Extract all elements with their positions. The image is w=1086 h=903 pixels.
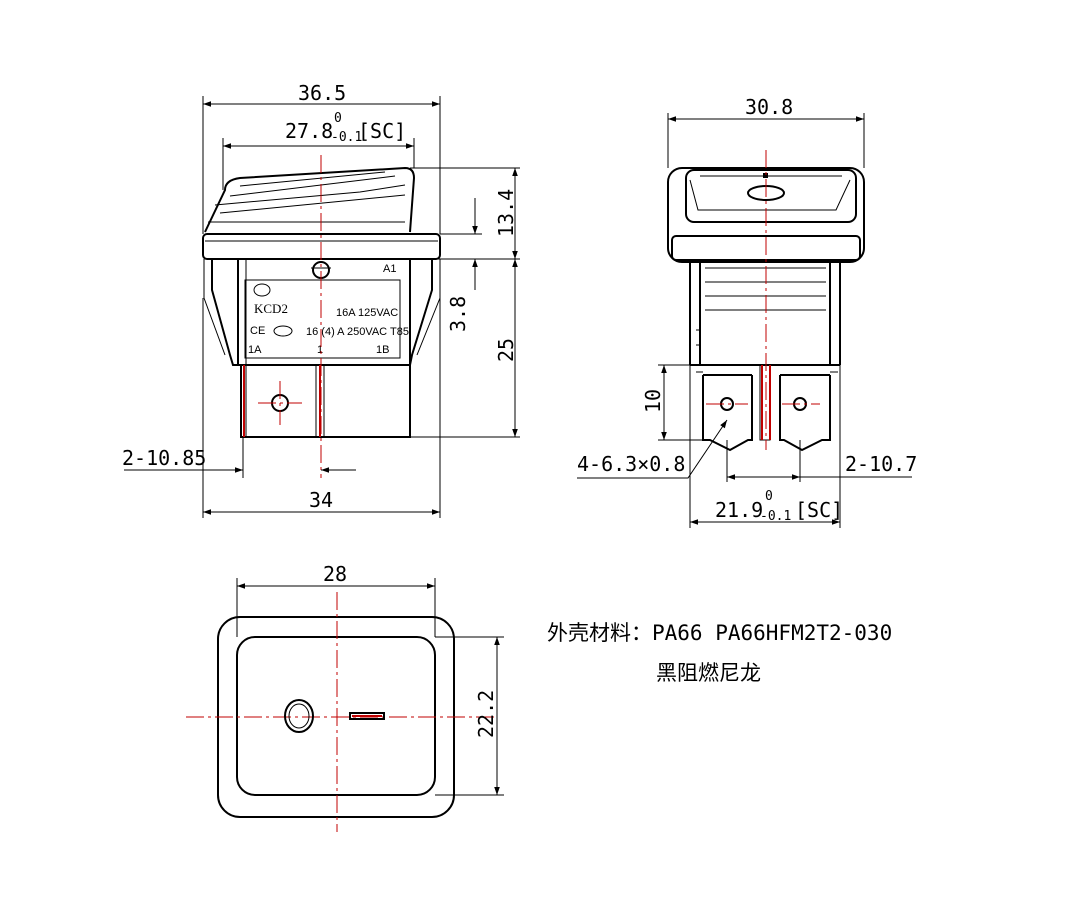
svg-text:-0.1: -0.1 bbox=[331, 130, 362, 145]
svg-text:21.9: 21.9 bbox=[715, 498, 763, 522]
svg-text:22.2: 22.2 bbox=[474, 690, 498, 738]
svg-text:10: 10 bbox=[641, 389, 665, 413]
dim-front-pitch: 2-10.85 bbox=[122, 437, 356, 478]
material-note: 外壳材料：PA66 PA66HFM2T2-030 黑阻燃尼龙 bbox=[547, 621, 892, 685]
dim-flange-gap: 3.8 bbox=[446, 296, 470, 332]
dim-width-bottom: 34 bbox=[202, 298, 441, 518]
top-bar-icon bbox=[349, 712, 385, 720]
dim-rocker-width: 27.8 0 -0.1 [SC] bbox=[222, 111, 415, 190]
svg-text:[SC]: [SC] bbox=[358, 119, 406, 143]
label-terminal-a1: A1 bbox=[383, 263, 396, 275]
rocker-dot-icon bbox=[763, 173, 768, 178]
cert-mark-icon bbox=[273, 325, 293, 337]
dim-terminal-size: 4-6.3×0.8 bbox=[577, 419, 728, 479]
svg-text:4-6.3×0.8: 4-6.3×0.8 bbox=[577, 452, 685, 476]
label-cert: CE bbox=[250, 325, 265, 337]
label-plate: KCD2 16A 125VAC CE 16 (4) A 250VAC T85 1… bbox=[244, 263, 409, 359]
side-housing bbox=[689, 261, 841, 366]
side-view: 30.8 10 4-6.3×0.8 2-10.7 21.9 0 bbox=[577, 95, 917, 528]
svg-text:2-10.7: 2-10.7 bbox=[845, 452, 917, 476]
label-model: KCD2 bbox=[254, 301, 288, 316]
label-terminal-1b: 1B bbox=[376, 344, 389, 356]
svg-text:30.8: 30.8 bbox=[745, 95, 793, 119]
svg-text:34: 34 bbox=[309, 488, 333, 512]
svg-text:27.8: 27.8 bbox=[285, 119, 333, 143]
side-terminals bbox=[696, 364, 838, 452]
svg-text:0: 0 bbox=[334, 111, 342, 126]
label-terminal-1: 1 bbox=[317, 344, 323, 356]
material-note-line-2: 黑阻燃尼龙 bbox=[656, 661, 761, 685]
dim-total-height: 25 bbox=[494, 168, 518, 437]
material-note-line-1: 外壳材料：PA66 PA66HFM2T2-030 bbox=[547, 621, 892, 645]
dim-side-width: 30.8 bbox=[667, 95, 865, 168]
label-terminal-1a: 1A bbox=[248, 344, 262, 356]
dim-terminal-height: 10 bbox=[641, 364, 703, 441]
svg-text:[SC]: [SC] bbox=[795, 498, 843, 522]
svg-text:3.8: 3.8 bbox=[446, 296, 470, 332]
top-view: 28 22.2 bbox=[186, 562, 504, 832]
top-circle-icon bbox=[284, 699, 314, 733]
label-rating-1: 16A 125VAC bbox=[336, 307, 398, 319]
dim-base-width: 21.9 0 -0.1 [SC] bbox=[689, 365, 843, 528]
dim-side-pitch: 2-10.7 bbox=[726, 440, 917, 482]
svg-text:25: 25 bbox=[494, 338, 518, 362]
dim-top-width: 28 bbox=[236, 562, 436, 637]
svg-text:-0.1: -0.1 bbox=[760, 509, 791, 524]
brand-logo-icon bbox=[253, 283, 271, 297]
label-rating-2: 16 (4) A 250VAC T85 bbox=[306, 326, 409, 338]
dim-width-top: 36.5 bbox=[202, 81, 441, 234]
svg-text:0: 0 bbox=[765, 489, 773, 504]
dim-top-height: 22.2 bbox=[435, 636, 504, 796]
svg-text:13.4: 13.4 bbox=[494, 189, 518, 237]
svg-text:2-10.85: 2-10.85 bbox=[122, 446, 206, 470]
front-view: KCD2 16A 125VAC CE 16 (4) A 250VAC T85 1… bbox=[122, 81, 520, 518]
rocker-outline bbox=[204, 166, 416, 233]
svg-text:36.5: 36.5 bbox=[298, 81, 346, 105]
svg-text:28: 28 bbox=[323, 562, 347, 586]
dim-rocker-height: 13.4 bbox=[472, 189, 518, 290]
housing bbox=[203, 258, 441, 438]
top-inner-frame bbox=[236, 636, 436, 796]
